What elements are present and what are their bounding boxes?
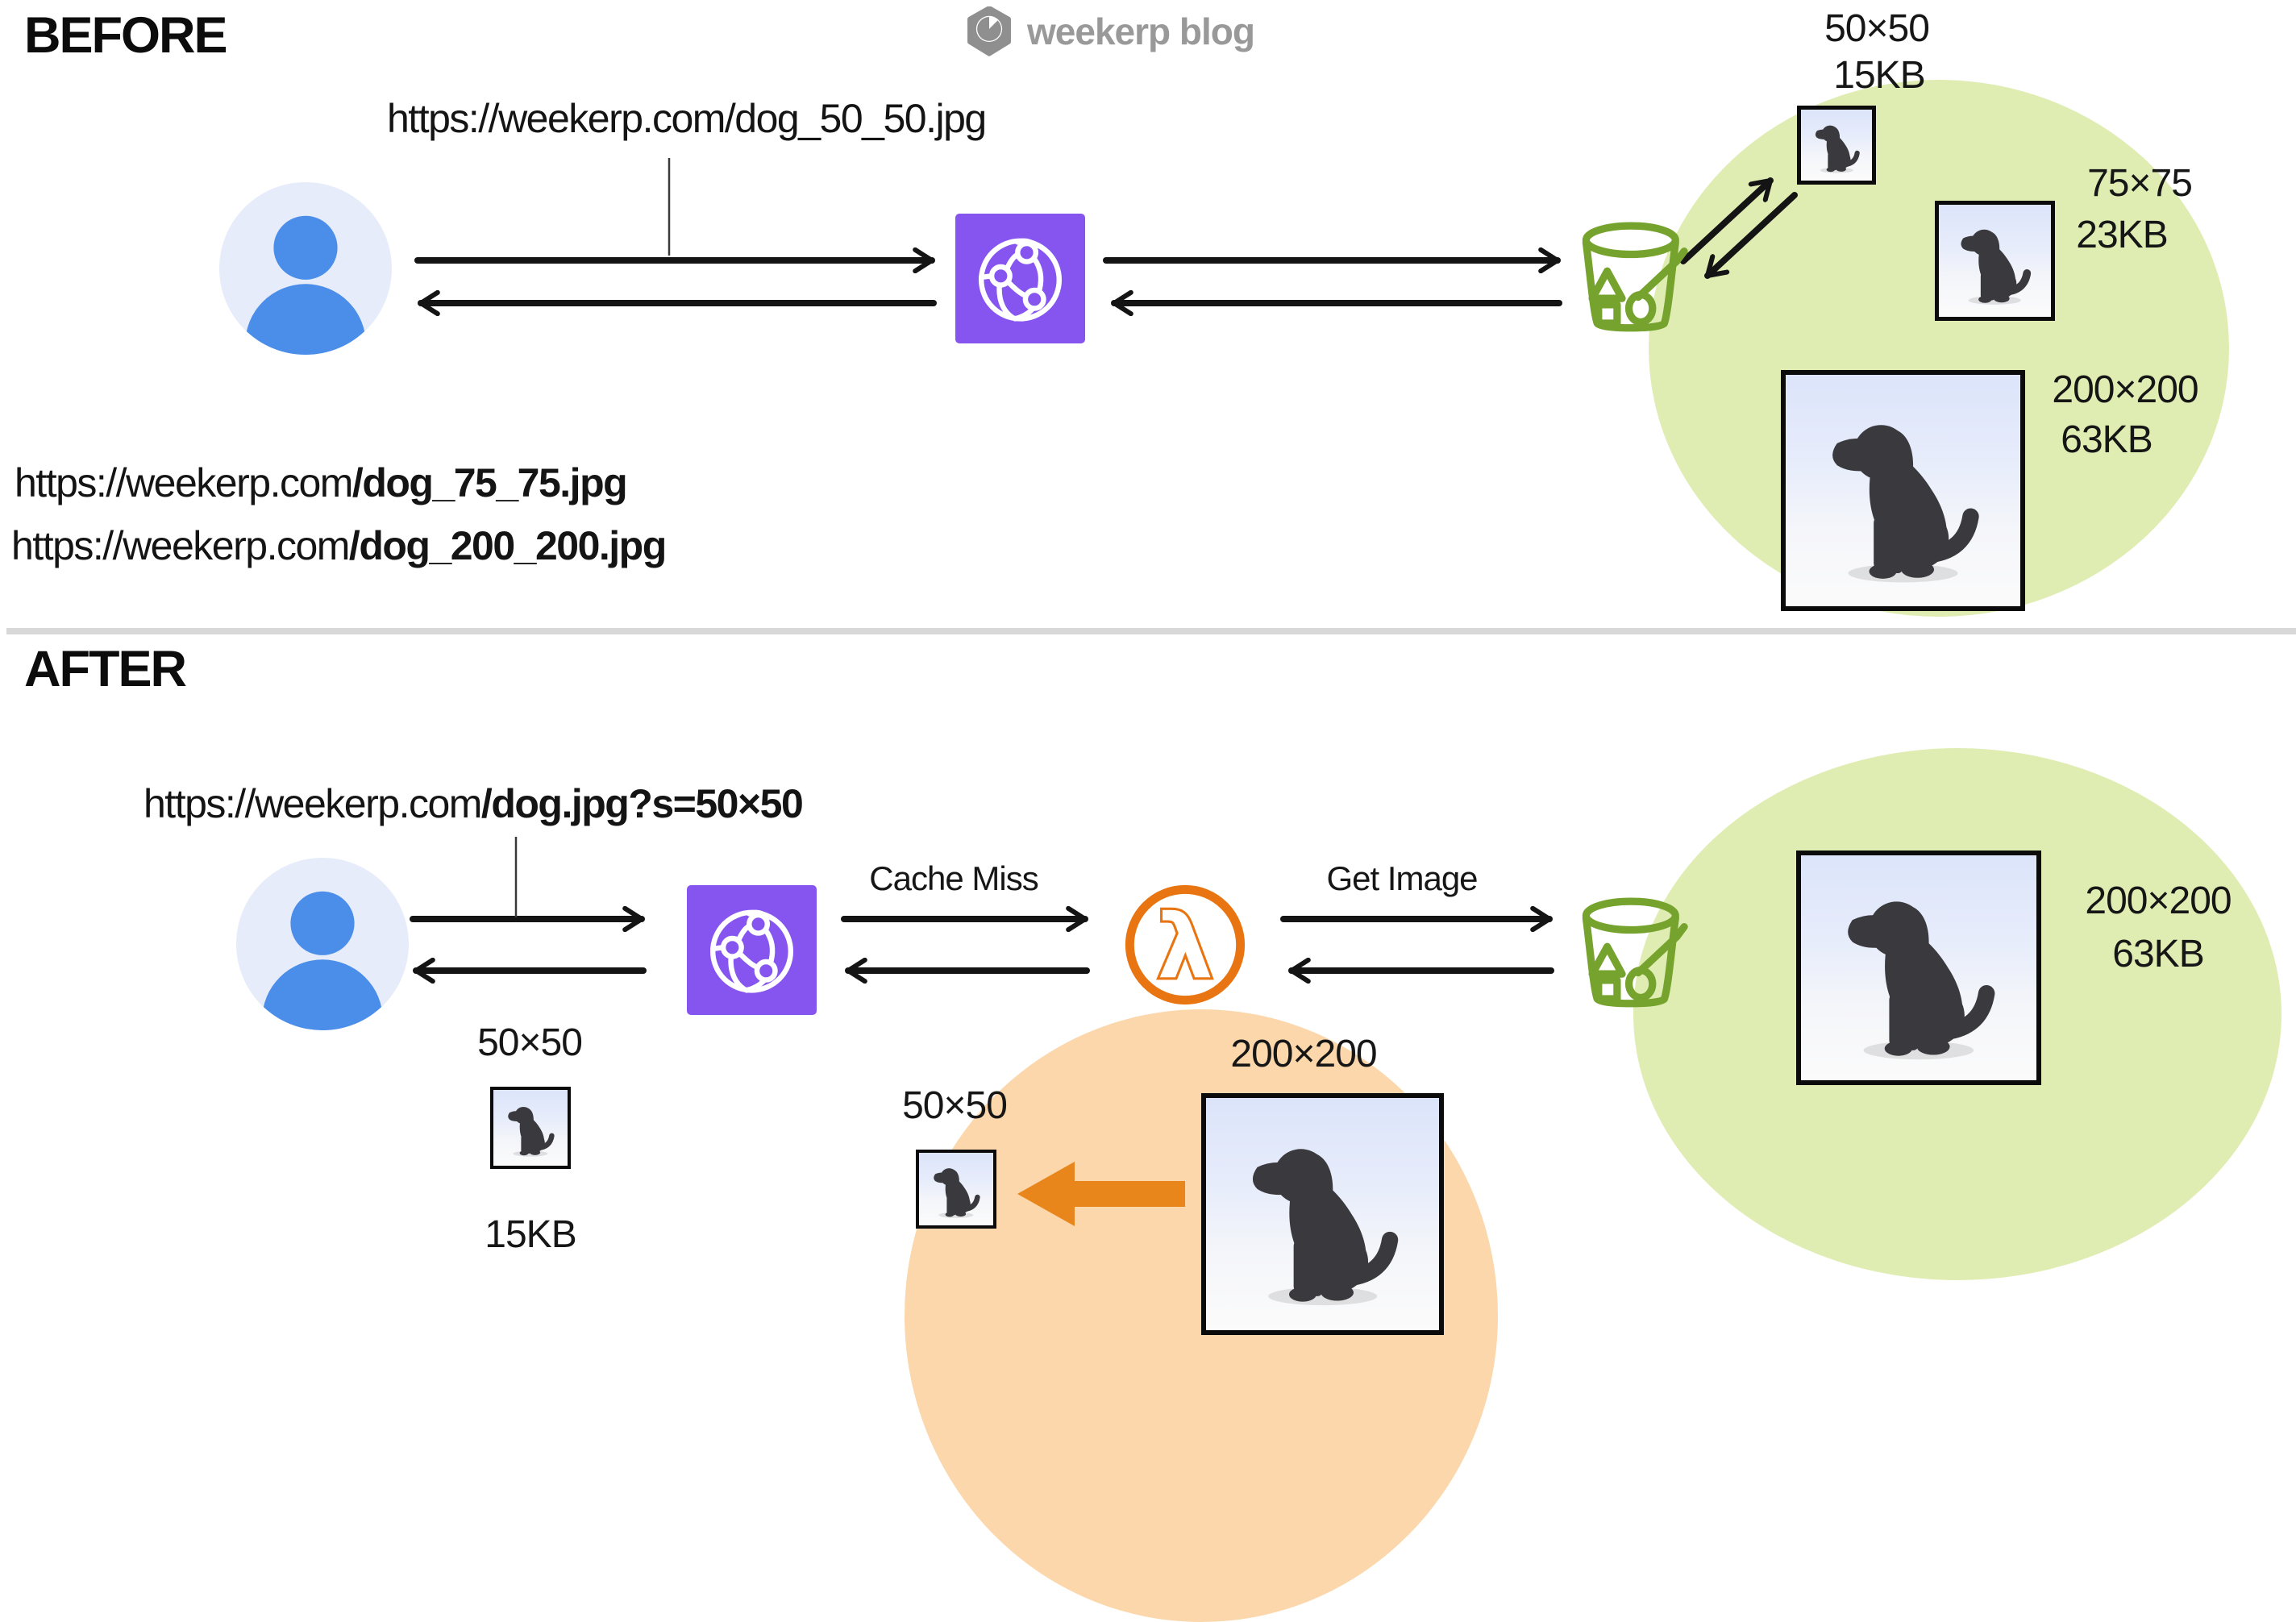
svg-text:λ: λ [1157,896,1212,999]
dog-icon [927,1160,985,1224]
image-filesize-label: 23KB [2076,214,2168,256]
alt-url-75-file: /dog_75_75.jpg [351,460,628,505]
dog-image-200x200-after [1796,851,2041,1085]
dog-image-50x50-delivered [490,1087,571,1169]
lambda-icon: λ [1122,882,1248,1008]
dog-image-50x50-resize-target [916,1150,996,1229]
request-url-after-prefix: https://weekerp.com [144,781,482,826]
request-url-before: https://weekerp.com/dog_50_50.jpg [387,96,987,141]
cache-miss-label: Cache Miss [869,859,1038,897]
dog-image-200x200-resize-source [1201,1093,1444,1335]
image-size-label: 75×75 [2087,162,2193,205]
image-filesize-label: 63KB [2112,933,2204,975]
image-size-label: 200×200 [2085,880,2232,922]
image-filesize-label: 63KB [2061,418,2152,461]
diagram-page: { "logo": { "name": "weekerp blog" }, "b… [6,6,2296,1622]
request-url-after: https://weekerp.com/dog.jpg?s=50×50 [144,780,804,827]
dog-image-75x75-before [1935,201,2055,321]
before-heading: BEFORE [24,7,228,64]
arrows-layer [410,158,1798,1226]
cloudfront-icon [955,214,1085,343]
image-size-label: 50×50 [1824,7,1930,50]
arrow-image-to-bucket-before [1704,192,1798,279]
alt-url-200-prefix: https://weekerp.com [11,523,350,568]
dog-icon [1951,216,2038,314]
dog-image-200x200-before [1781,370,2025,611]
resize-source-size-label: 200×200 [1230,1033,1377,1075]
arrow-bucket-to-image-before [1680,177,1774,264]
image-size-label: 200×200 [2052,368,2198,411]
resize-arrow-icon [1017,1162,1185,1226]
section-divider [6,628,2296,634]
image-filesize-label: 15KB [485,1213,576,1256]
image-filesize-label: 15KB [1833,54,1925,97]
dog-image-50x50-before [1797,106,1876,185]
dog-icon [1811,398,1994,602]
s3-bucket-icon [1574,213,1698,342]
get-image-label: Get Image [1326,859,1478,897]
dog-icon [1827,878,2011,1076]
resize-target-size-label: 50×50 [902,1084,1008,1127]
image-size-label: 50×50 [477,1021,583,1064]
alt-url-200-file: /dog_200_200.jpg [348,523,667,568]
dog-icon [501,1097,559,1164]
cloudfront-icon [687,885,817,1015]
after-heading: AFTER [24,641,187,697]
logo-text: weekerp blog [1027,10,1255,52]
site-logo: weekerp blog [964,6,1255,56]
dog-icon [1232,1121,1413,1325]
request-url-after-query: /dog.jpg?s=50×50 [480,781,804,826]
alt-url-200: https://weekerp.com/dog_200_200.jpg [11,522,667,569]
alt-url-75: https://weekerp.com/dog_75_75.jpg [15,460,628,506]
dog-icon [1809,117,1865,179]
logo-icon [967,6,1011,56]
alt-url-75-prefix: https://weekerp.com [15,460,353,505]
s3-bucket-icon [1574,887,1698,1019]
